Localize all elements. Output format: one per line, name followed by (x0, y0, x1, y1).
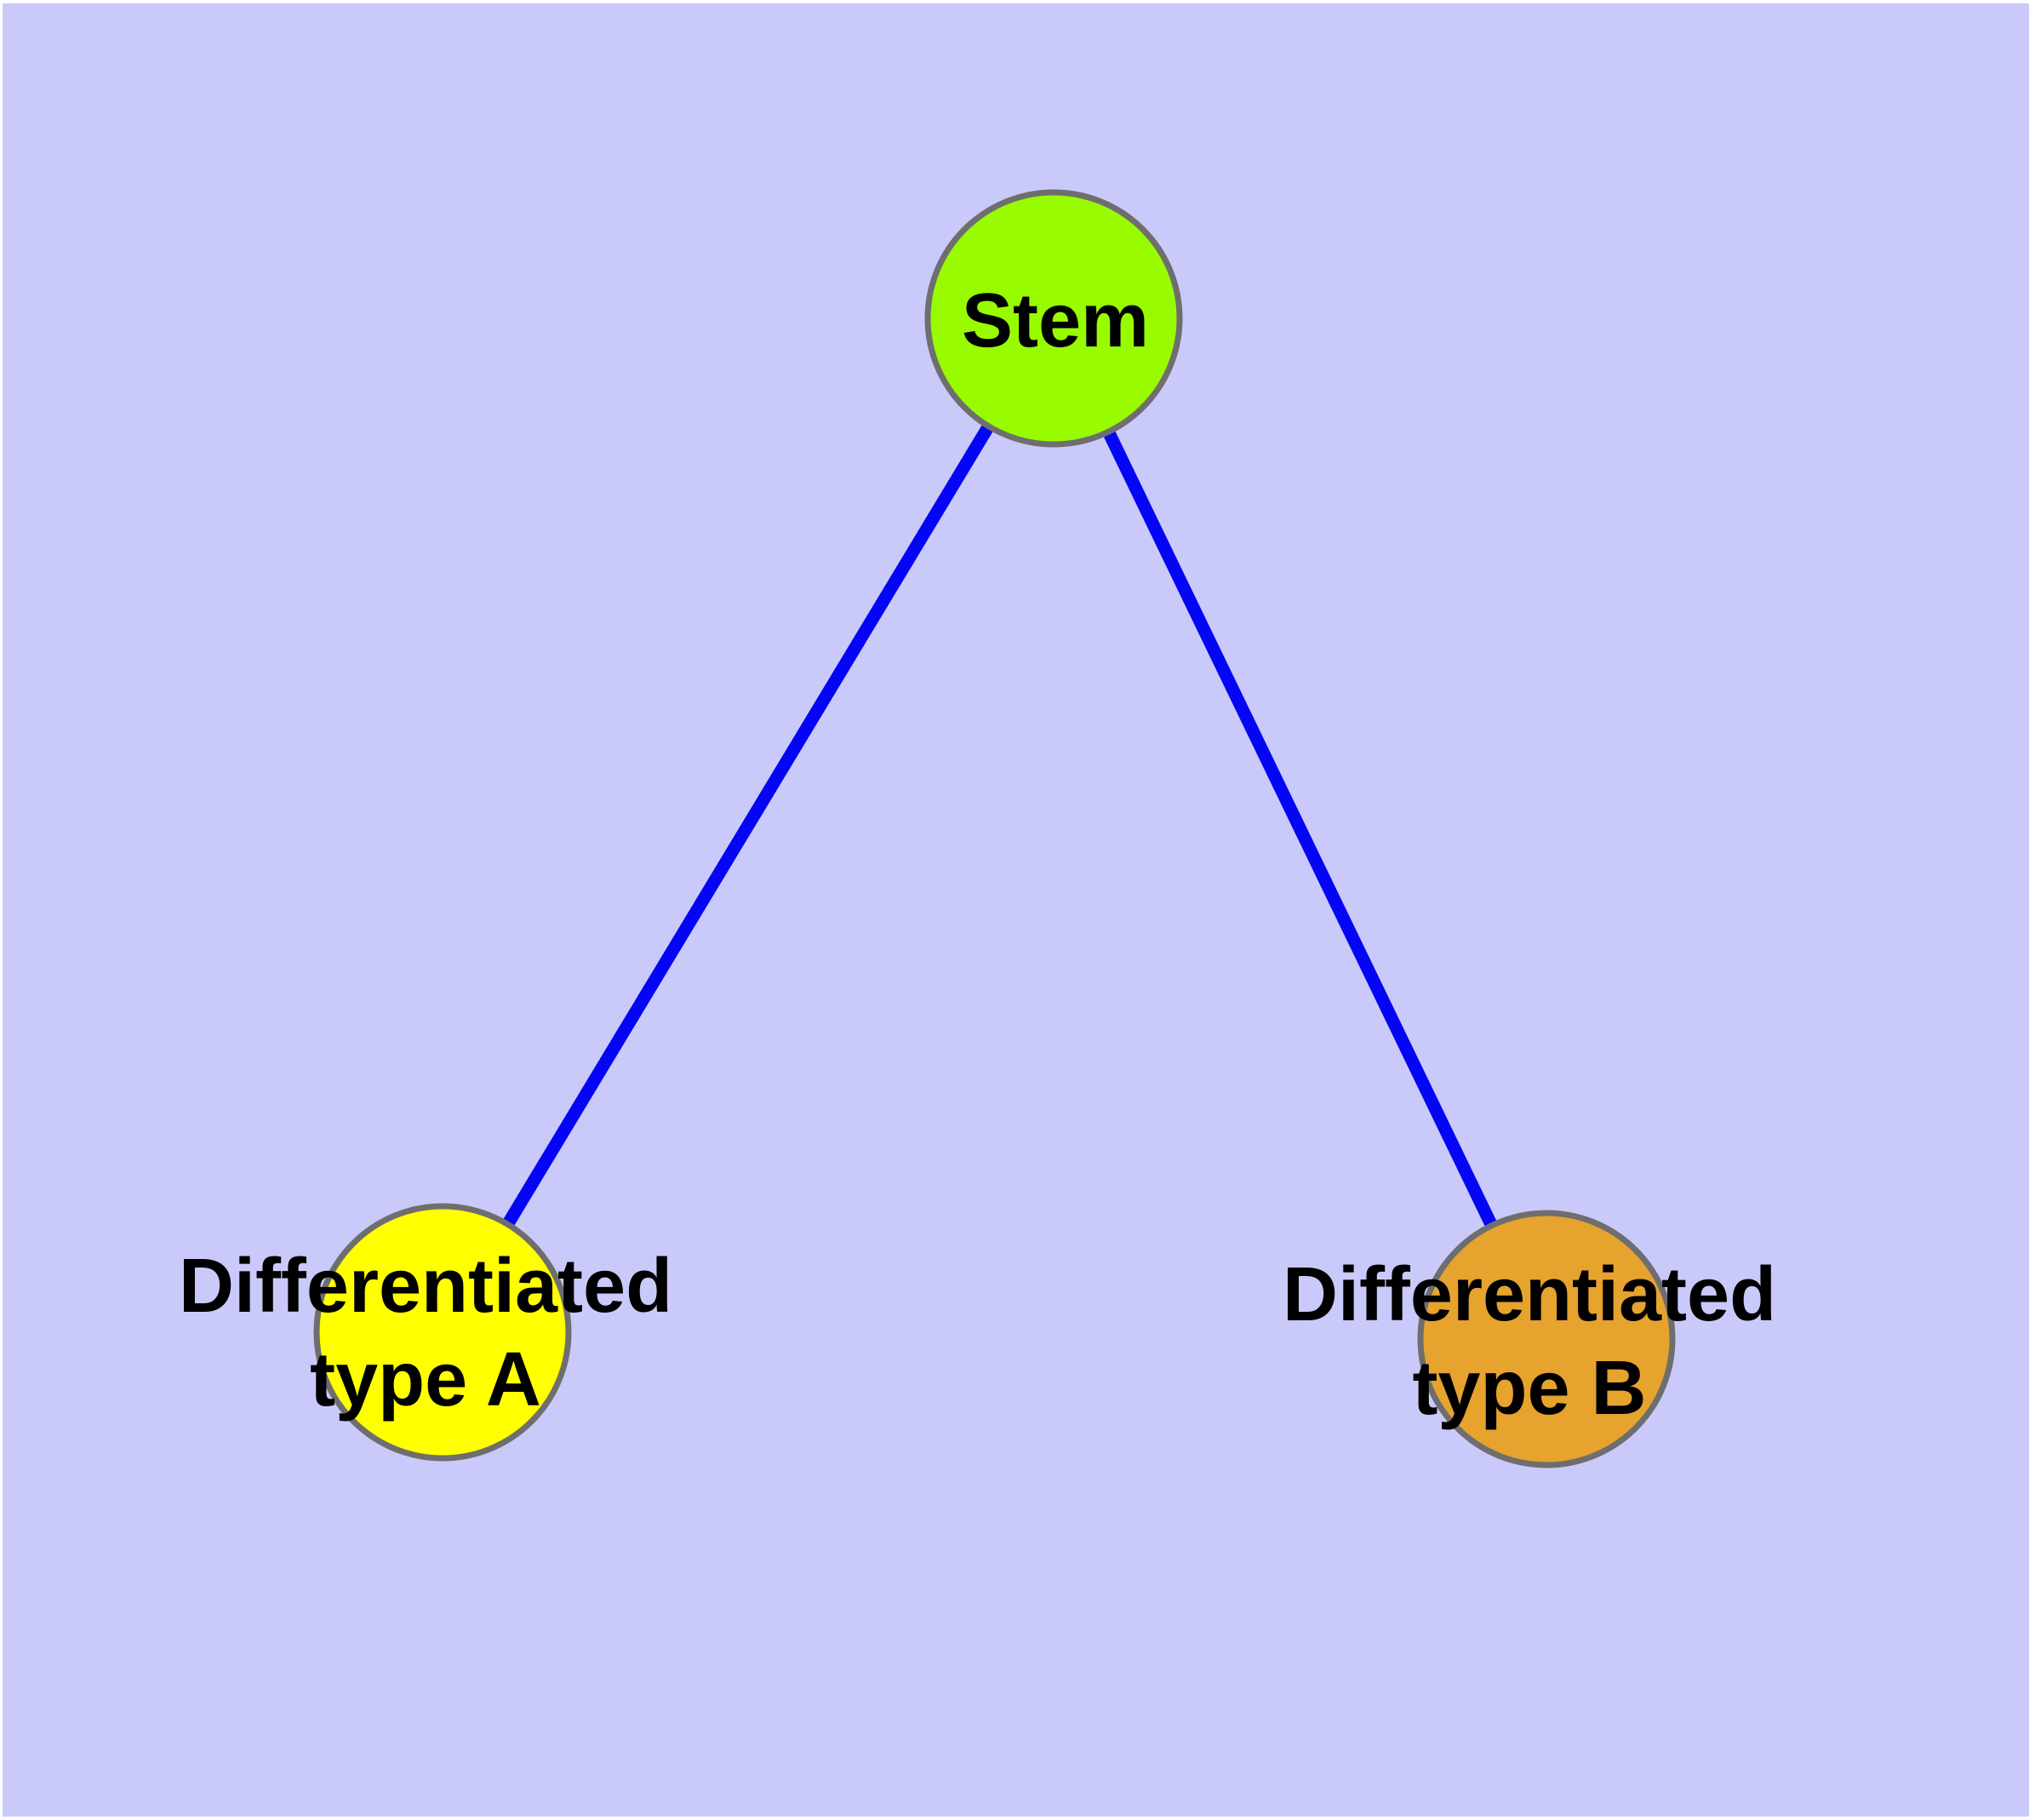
node-stem (924, 189, 1183, 448)
node-differentiated-type-b (1417, 1210, 1676, 1468)
edge-stem-to-type-a (437, 315, 1060, 1336)
node-differentiated-type-a (313, 1203, 572, 1462)
edge-stem-to-type-b (1048, 315, 1552, 1342)
